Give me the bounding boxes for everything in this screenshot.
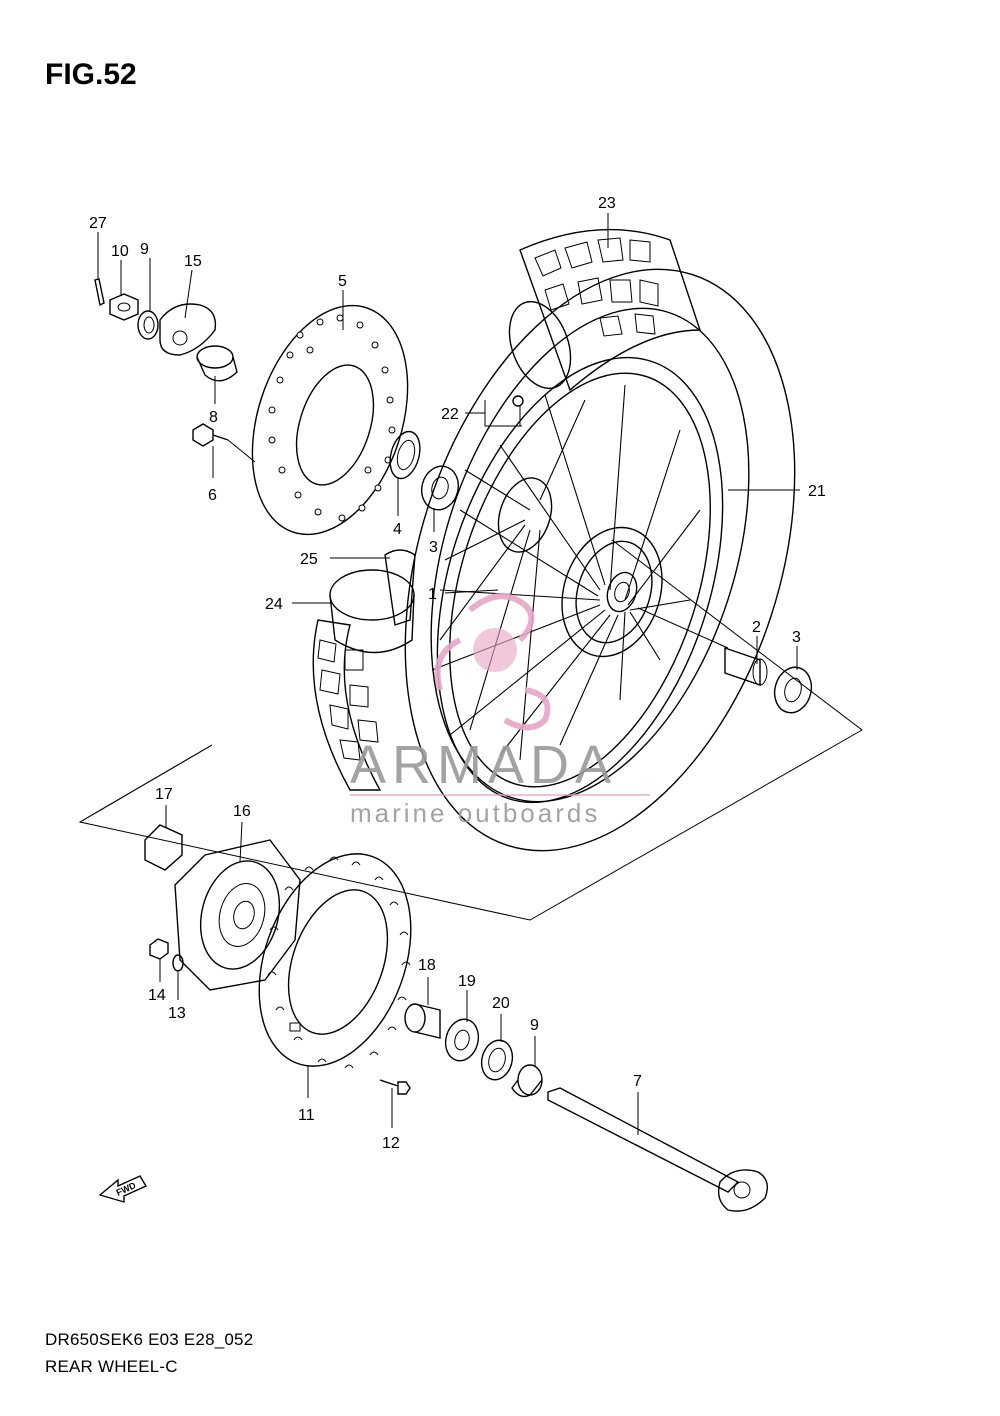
callout-11: 10: [111, 243, 129, 260]
fwd-arrow-icon: FWD: [98, 1175, 148, 1203]
hub: [497, 477, 663, 658]
callout-18: 17: [155, 786, 173, 803]
callout-26: 25: [300, 551, 318, 568]
watermark-logo-icon: [434, 593, 551, 731]
spacer-9: [511, 1064, 543, 1098]
callout-4: 4: [393, 521, 402, 538]
watermark: ARMADA marine outboards: [350, 593, 650, 828]
bolt-6: [192, 423, 229, 447]
callout-5: 5: [338, 273, 347, 290]
callout-15: 14: [148, 987, 166, 1004]
figure-title: FIG.52: [45, 58, 137, 91]
callout-10: 9: [140, 241, 149, 258]
callout-13: 12: [382, 1135, 400, 1152]
callout-14: 13: [168, 1005, 186, 1022]
leader-lines: [97, 213, 800, 1135]
oil-seal-21: [480, 1039, 514, 1081]
callout-25: 24: [265, 596, 283, 613]
watermark-brand: ARMADA: [350, 735, 617, 795]
tire: [312, 228, 796, 852]
collar-19: [404, 1003, 441, 1039]
rim: [436, 356, 724, 804]
callout-12: 11: [298, 1107, 315, 1124]
model-code: DR650SEK6 E03 E28_052: [45, 1330, 254, 1349]
washer-14: [172, 954, 184, 972]
axle-nut: [109, 293, 139, 321]
callout-3b: 3: [792, 629, 801, 646]
spacer-8: [196, 345, 238, 382]
rim-band-26: [384, 549, 416, 626]
assembly-outline-lower: [79, 744, 213, 823]
callout-7: 7: [633, 1073, 642, 1090]
cotter-pin: [94, 278, 105, 307]
callout-22: 21: [808, 483, 826, 500]
callout-labels: 27 10 9 15 8 6 5 4 3 23 22 21 25 24 1 2 …: [89, 195, 826, 1152]
callout-16: 15: [184, 253, 202, 270]
callout-6: 6: [208, 487, 217, 504]
callout-9: 9: [530, 1017, 539, 1034]
callout-2: 2: [752, 619, 761, 636]
spokes: [431, 384, 701, 761]
tube-valve-23: [512, 395, 524, 407]
callout-21: 20: [492, 995, 510, 1012]
oil-seal-4: [389, 430, 421, 480]
callout-24: 23: [598, 195, 616, 212]
bearing-3-lower: [773, 666, 813, 714]
callout-20: 19: [458, 973, 476, 990]
bearing-20: [444, 1018, 480, 1062]
nut-15: [149, 938, 169, 960]
callout-1: 1: [428, 586, 437, 603]
callout-3a: 3: [429, 539, 438, 556]
sprocket-drum-17: [174, 839, 301, 991]
rear-sprocket-12: [258, 853, 412, 1069]
brake-disc: [251, 304, 409, 536]
cush-damper-18: [144, 824, 183, 871]
callout-8: 8: [209, 409, 218, 426]
callout-27: 27: [89, 215, 107, 232]
spacer-2: [724, 647, 768, 686]
watermark-tagline: marine outboards: [350, 798, 600, 828]
tire-tube-25: [329, 569, 415, 654]
callout-23: 22: [441, 406, 459, 423]
callout-17: 16: [233, 803, 251, 820]
callout-19: 18: [418, 957, 436, 974]
axle-7: [547, 1087, 768, 1212]
bearing-3-upper: [421, 465, 459, 511]
section-name: REAR WHEEL-C: [45, 1357, 178, 1376]
washer: [137, 310, 159, 340]
bolt-13: [379, 1079, 411, 1095]
